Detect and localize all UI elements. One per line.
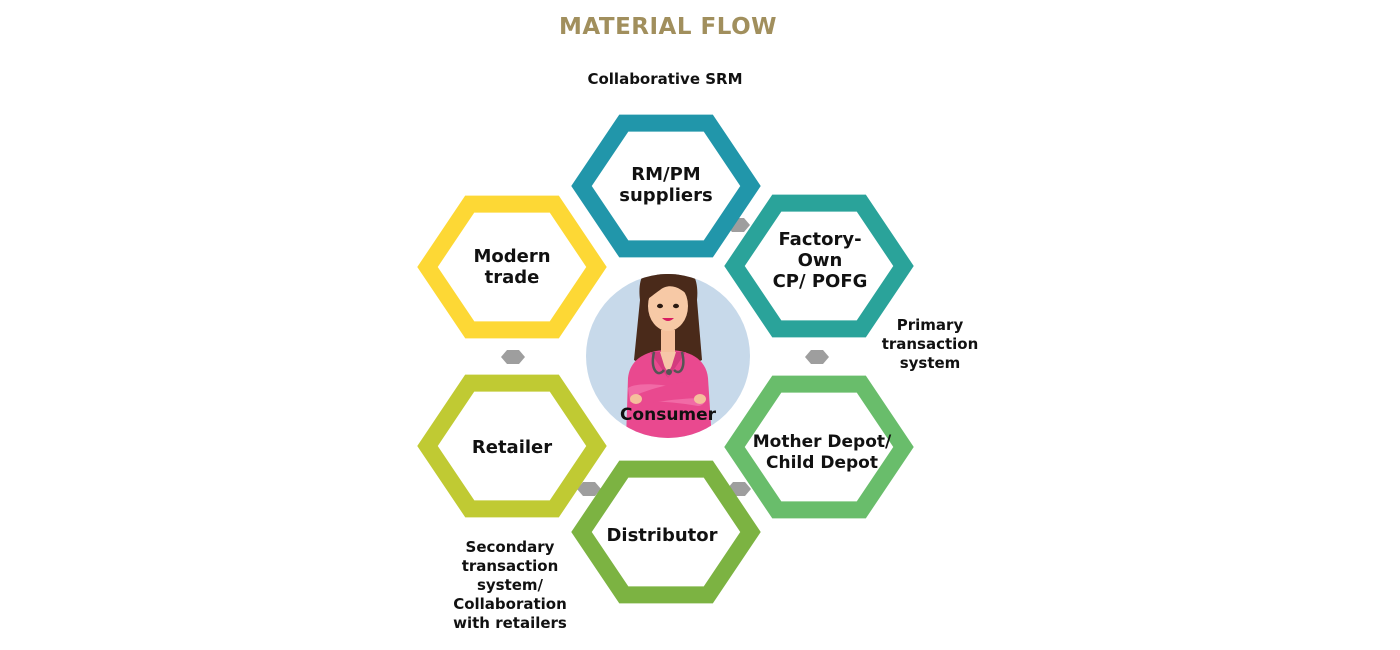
connector-factory-depot bbox=[805, 350, 829, 364]
consumer-label: Consumer bbox=[619, 405, 717, 425]
hexagon-distributor bbox=[571, 460, 761, 604]
node-label-distributor: Distributor bbox=[606, 524, 718, 546]
note-primary-transaction: Primary transaction system bbox=[881, 316, 979, 372]
hexagon-retailer bbox=[417, 374, 607, 518]
consumer-illustration bbox=[626, 274, 712, 438]
note-collaborative-srm: Collaborative SRM bbox=[587, 70, 743, 88]
hexagon-depot bbox=[724, 375, 914, 519]
diagram-title: MATERIAL FLOW bbox=[558, 14, 777, 40]
node-label-depot: Mother Depot/Child Depot bbox=[752, 432, 892, 473]
hexagon-modern-trade bbox=[417, 195, 607, 339]
note-secondary-transaction: Secondary transaction system/ Collaborat… bbox=[453, 538, 567, 632]
connector-retailer-moderntrade bbox=[501, 350, 525, 364]
hexagon-suppliers bbox=[571, 114, 761, 258]
node-label-retailer: Retailer bbox=[471, 436, 553, 458]
hexagon-factory bbox=[724, 194, 914, 338]
connector-distributor-retailer bbox=[577, 482, 601, 496]
